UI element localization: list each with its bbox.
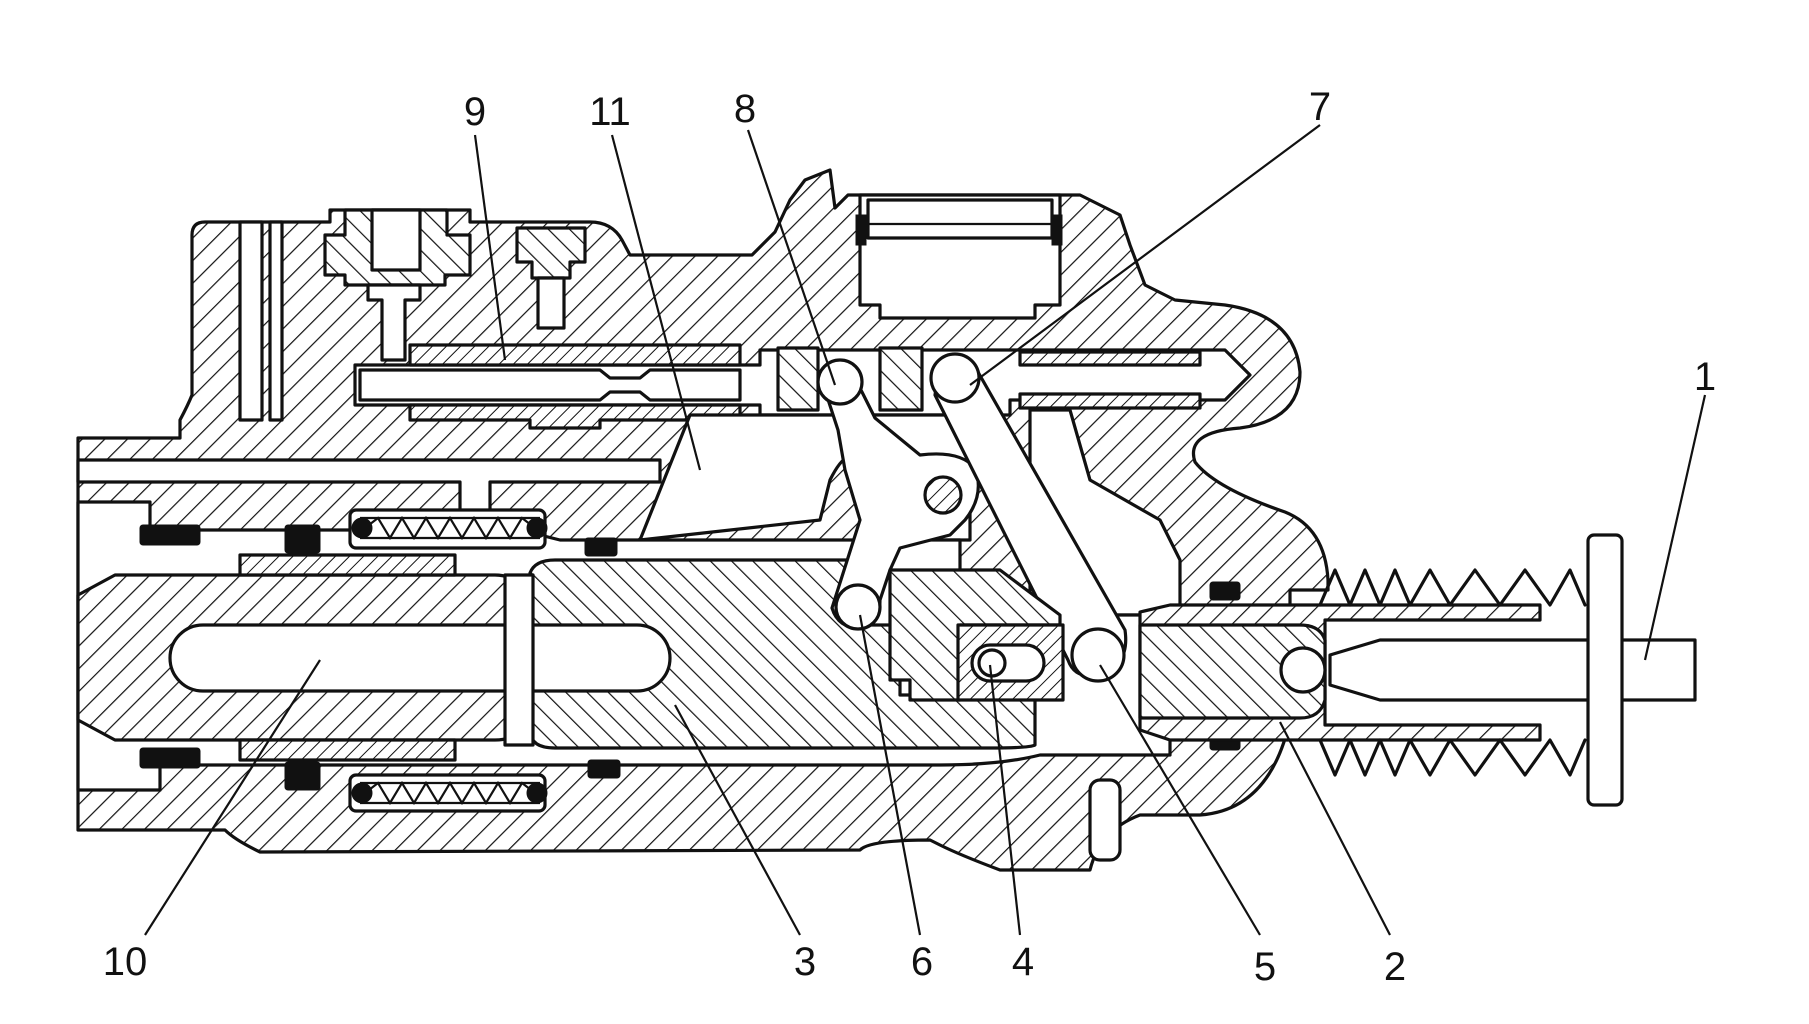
callout-10: 10 [103, 940, 148, 984]
piston-slot [168, 623, 672, 693]
callout-8: 8 [734, 87, 756, 131]
plug-bore [370, 208, 422, 272]
valve-seat-insert-right [878, 346, 924, 412]
bottom-port [1088, 778, 1122, 862]
link-arm-top-pivot [929, 352, 981, 404]
upper-spool [358, 368, 742, 402]
valve-seat-insert-left [776, 346, 820, 412]
return-spring [1318, 568, 1587, 777]
callout-7: 7 [1309, 85, 1331, 129]
vertical-channel-left [238, 220, 264, 422]
callout-11: 11 [589, 90, 631, 134]
callout-3: 3 [794, 940, 816, 984]
cap-seal-right [1051, 214, 1063, 246]
lower-seal-sleeve [238, 738, 457, 762]
plug-fitting-right [515, 226, 587, 280]
lower-spring [360, 780, 540, 806]
plunger-body [1138, 623, 1327, 720]
upper-spring [360, 515, 540, 541]
piston-stem [503, 573, 535, 747]
callout-4: 4 [1012, 940, 1034, 984]
callout-9: 9 [464, 90, 486, 134]
spring-seat-disc [1586, 533, 1624, 807]
callout-labels: 1 2 3 4 5 6 7 8 9 10 11 [103, 85, 1716, 989]
lever-pivot-bottom [834, 583, 882, 631]
link-arm-bottom-pivot [1070, 627, 1126, 683]
leader-lines [144, 124, 1707, 936]
upper-spool-right-lower [1018, 392, 1202, 410]
lever-center-pin [923, 475, 963, 515]
reservoir-cap-top [866, 198, 1054, 240]
lever-pivot-top [816, 358, 864, 406]
main-piston [528, 558, 1037, 750]
upper-spool-sleeve-lower [408, 403, 742, 430]
plug-stem-channel [366, 283, 422, 362]
cap-seal-left [855, 214, 867, 246]
ball-valve-ball [977, 648, 1007, 678]
upper-spool-right [1018, 350, 1202, 367]
push-rod [1328, 638, 1697, 702]
callout-1: 1 [1694, 355, 1716, 399]
small-plug-stem [536, 276, 566, 330]
callout-2: 2 [1384, 945, 1406, 989]
callout-6: 6 [911, 940, 933, 984]
vertical-channel-mid [268, 220, 284, 422]
plunger-ball [1279, 646, 1327, 694]
callout-5: 5 [1254, 945, 1276, 989]
upper-seal-sleeve [238, 553, 457, 577]
upper-spool-sleeve [408, 343, 742, 367]
